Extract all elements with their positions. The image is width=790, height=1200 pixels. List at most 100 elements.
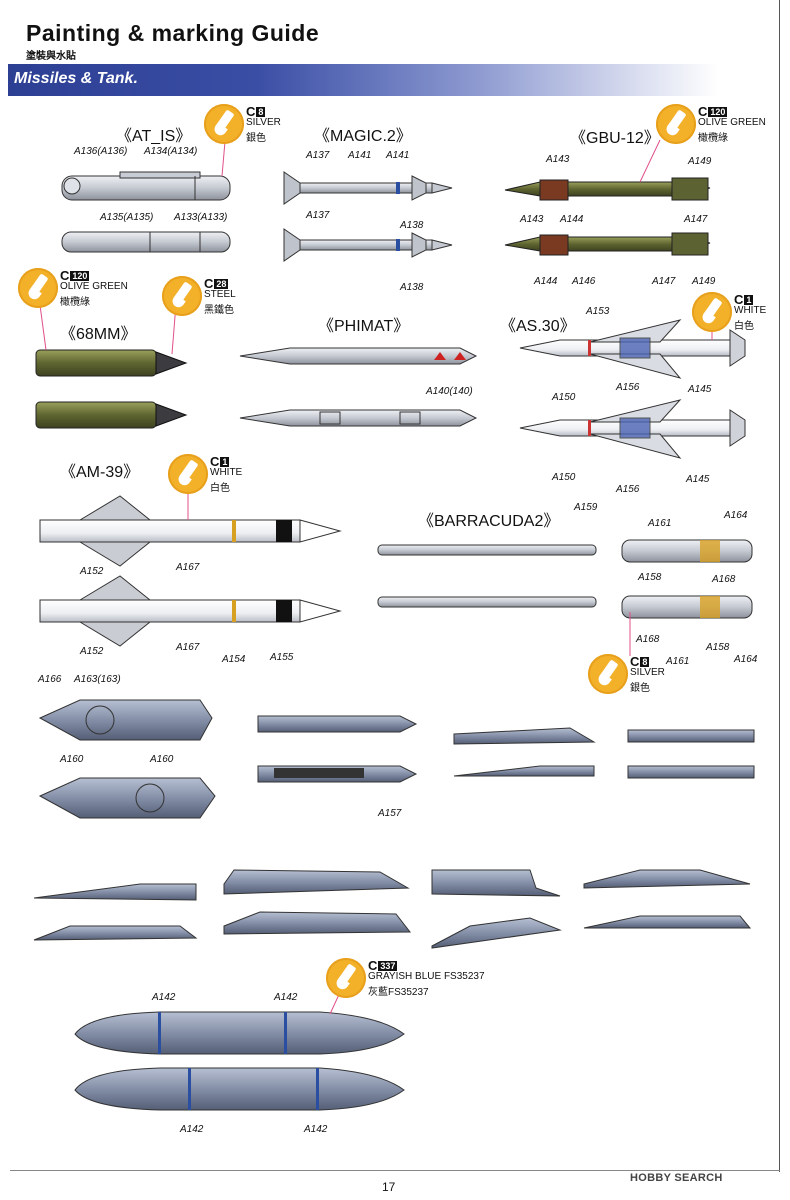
label-at-is: 《AT_IS》: [116, 128, 192, 145]
part-label: A142: [152, 992, 176, 1003]
page-number: 17: [382, 1180, 396, 1194]
part-label: A140(140): [426, 386, 473, 397]
as30-missile-2: [519, 399, 746, 459]
label-magic2: 《MAGIC.2》: [314, 128, 412, 145]
part-label: A157: [378, 808, 402, 819]
paint-name: STEEL: [204, 289, 236, 300]
watermark-text: HOBBY SEARCH: [630, 1172, 723, 1184]
pylon-large-4: [223, 911, 412, 935]
pylon-large-3: [223, 869, 410, 895]
banner-text: Missiles & Tank.: [14, 70, 138, 87]
label-68mm: 《68MM》: [60, 326, 137, 343]
page-subtitle: 塗裝與水貼: [26, 51, 76, 62]
part-label: A141: [386, 150, 410, 161]
part-label: A150: [552, 472, 576, 483]
paint-brush-icon: [204, 104, 244, 144]
68mm-pod-2: [35, 401, 188, 429]
part-label: A158: [638, 572, 662, 583]
part-label: A152: [80, 566, 104, 577]
paint-name: OLIVE GREEN: [698, 117, 766, 128]
pylon-wedge-1: [453, 727, 596, 745]
section-banner: Missiles & Tank.: [8, 64, 718, 96]
barracuda2-detail-2: [621, 595, 753, 619]
pylon-bracket-1: [627, 729, 755, 743]
label-as30: 《AS.30》: [500, 318, 576, 335]
pylon-large-5: [431, 869, 561, 897]
barracuda2-pod-2: [377, 596, 597, 608]
paint-brush-icon: [18, 268, 58, 308]
paint-brush-icon: [656, 104, 696, 144]
part-label: A135(A135): [100, 212, 154, 223]
as30-missile-1: [519, 319, 746, 379]
part-label: A156: [616, 484, 640, 495]
part-label: A144: [534, 276, 558, 287]
part-label: A166: [38, 674, 62, 685]
at-is-missile-bottom: [61, 231, 231, 253]
part-label: A159: [574, 502, 598, 513]
pylon-wedge-2: [453, 765, 595, 777]
part-label: A147: [684, 214, 708, 225]
part-label: A144: [560, 214, 584, 225]
part-label: A164: [724, 510, 748, 521]
part-label: A167: [176, 642, 200, 653]
pylon-large-7: [583, 869, 751, 889]
paint-name-cn: 黑鐵色: [204, 305, 234, 316]
side-pod-1: [38, 699, 213, 741]
part-label: A143: [546, 154, 570, 165]
part-label: A152: [80, 646, 104, 657]
part-label: A138: [400, 220, 424, 231]
part-label: A168: [636, 634, 660, 645]
footer-rule: [10, 1170, 780, 1171]
part-label: A138: [400, 282, 424, 293]
part-label: A136(A136): [74, 146, 128, 157]
part-label: A142: [180, 1124, 204, 1135]
paint-name: WHITE: [210, 467, 243, 478]
barracuda2-detail-1: [621, 539, 753, 563]
part-label: A156: [616, 382, 640, 393]
part-label: A146: [572, 276, 596, 287]
paint-name-cn: 白色: [210, 483, 230, 494]
part-label: A145: [686, 474, 710, 485]
gbu12-bomb-1: [504, 177, 711, 201]
paint-brush-icon: [692, 292, 732, 332]
at-is-missile-top: [61, 171, 231, 201]
68mm-pod-1: [35, 349, 188, 377]
paint-name-cn: 灰藍FS35237: [368, 987, 429, 998]
paint-name: WHITE: [734, 305, 767, 316]
part-label: A167: [176, 562, 200, 573]
magic2-missile-1: [283, 171, 453, 205]
paint-name: GRAYISH BLUE FS35237: [368, 971, 485, 982]
pylon-large-1: [33, 883, 197, 901]
part-label: A147: [652, 276, 676, 287]
side-pod-2: [38, 777, 216, 819]
paint-name: SILVER: [630, 667, 665, 678]
page-title: Painting & marking Guide: [26, 20, 320, 46]
paint-name-cn: 橄欖綠: [698, 133, 728, 144]
pylon-bracket-2: [627, 765, 755, 779]
part-label: A142: [274, 992, 298, 1003]
gbu12-bomb-2: [504, 232, 711, 256]
part-label: A163(163): [74, 674, 121, 685]
part-label: A168: [712, 574, 736, 585]
label-barracuda2: 《BARRACUDA2》: [418, 513, 560, 530]
part-label: A160: [150, 754, 174, 765]
part-label: A141: [348, 150, 372, 161]
phimat-pod-2: [239, 409, 478, 427]
paint-name-cn: 銀色: [630, 683, 650, 694]
part-label: A143: [520, 214, 544, 225]
part-label: A164: [734, 654, 758, 665]
drop-tank-1: [74, 1011, 405, 1055]
paint-name: OLIVE GREEN: [60, 281, 128, 292]
pylon-large-8: [583, 915, 752, 929]
